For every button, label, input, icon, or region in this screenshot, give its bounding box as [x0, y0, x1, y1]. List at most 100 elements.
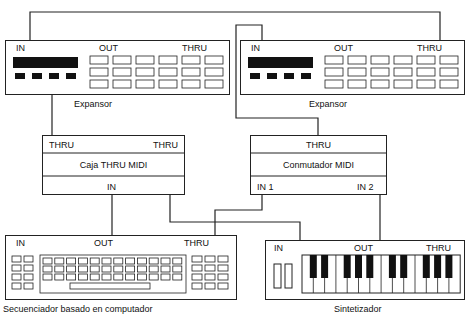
key: [55, 274, 64, 280]
key: [102, 266, 111, 272]
panel-button: [394, 68, 412, 76]
key: [173, 274, 182, 280]
device-caption: Secuenciador basado en computador: [3, 304, 153, 315]
port-label: THRU: [417, 43, 442, 54]
midi-cable: [379, 195, 380, 240]
key: [12, 283, 21, 289]
key: [192, 265, 202, 271]
device-caption: Expansor: [74, 99, 112, 110]
panel-button: [90, 68, 108, 76]
key: [90, 258, 99, 264]
panel-button: [371, 68, 389, 76]
panel-button: [182, 56, 200, 64]
panel-button: [325, 80, 343, 88]
panel-button: [90, 56, 108, 64]
key: [192, 283, 202, 289]
panel-button: [325, 56, 343, 64]
panel-button: [136, 56, 154, 64]
white-key: [335, 255, 336, 293]
key: [192, 274, 202, 280]
midi-cable: [30, 12, 440, 40]
key: [218, 265, 228, 271]
panel-button: [205, 80, 223, 88]
black-key: [366, 255, 373, 278]
key: [126, 266, 135, 272]
key: [126, 258, 135, 264]
key: [114, 274, 123, 280]
expander-box: INOUTTHRUExpansor: [240, 40, 465, 95]
key: [102, 274, 111, 280]
button: [301, 73, 311, 79]
panel-button: [348, 68, 366, 76]
key: [149, 258, 158, 264]
port-label: OUT: [99, 43, 118, 54]
device-caption: Sintetizador: [334, 304, 382, 315]
port-label: THRU: [182, 43, 207, 54]
key: [78, 258, 87, 264]
synthesizer-box: INOUTTHRUSintetizador: [265, 240, 465, 300]
key: [12, 274, 21, 280]
box-divider: [42, 153, 185, 154]
port-label: IN: [16, 238, 25, 249]
black-key: [423, 255, 430, 278]
port-label: THRU: [251, 140, 386, 151]
white-key: [381, 255, 382, 293]
key: [161, 266, 170, 272]
panel-button: [113, 56, 131, 64]
panel-button: [182, 68, 200, 76]
port-label: IN: [251, 43, 260, 54]
button: [15, 73, 25, 79]
key: [12, 256, 21, 262]
key: [67, 258, 76, 264]
port-label: OUT: [334, 43, 353, 54]
space-bar: [70, 283, 150, 289]
key: [205, 265, 215, 271]
key: [24, 283, 33, 289]
panel-button: [394, 56, 412, 64]
display-bar: [248, 57, 313, 68]
key: [205, 256, 215, 262]
black-key: [434, 255, 441, 278]
panel-button: [205, 56, 223, 64]
key: [102, 258, 111, 264]
device-name: Conmutador MIDI: [251, 160, 386, 171]
key: [90, 266, 99, 272]
key: [24, 265, 33, 271]
panel-button: [371, 56, 389, 64]
black-key: [389, 255, 396, 278]
black-key: [445, 255, 452, 278]
black-key: [310, 255, 317, 278]
device-name: Caja THRU MIDI: [43, 160, 184, 171]
port-label: OUT: [354, 243, 373, 254]
port-label: IN 2: [357, 182, 374, 193]
key: [126, 274, 135, 280]
panel-button: [371, 80, 389, 88]
black-key: [344, 255, 351, 278]
panel-button: [440, 80, 458, 88]
black-key: [355, 255, 362, 278]
port-label: IN: [274, 243, 283, 254]
port-label: THRU: [153, 140, 178, 151]
midi-switch-box: THRUConmutador MIDIIN 1IN 2: [250, 135, 387, 195]
button: [49, 73, 59, 79]
midi-cable: [51, 95, 52, 135]
expander-box: INOUTTHRUExpansor: [5, 40, 230, 95]
key: [192, 256, 202, 262]
key: [43, 258, 52, 264]
button: [32, 73, 42, 79]
key: [55, 258, 64, 264]
panel-button: [348, 80, 366, 88]
port-label: THRU: [49, 140, 74, 151]
button: [267, 73, 277, 79]
panel-button: [136, 80, 154, 88]
panel-button: [159, 56, 177, 64]
midi-cable: [236, 25, 318, 135]
device-caption: Expansor: [309, 99, 347, 110]
key: [149, 274, 158, 280]
key: [173, 266, 182, 272]
key: [24, 256, 33, 262]
panel-button: [348, 56, 366, 64]
port-label: IN: [107, 182, 116, 193]
